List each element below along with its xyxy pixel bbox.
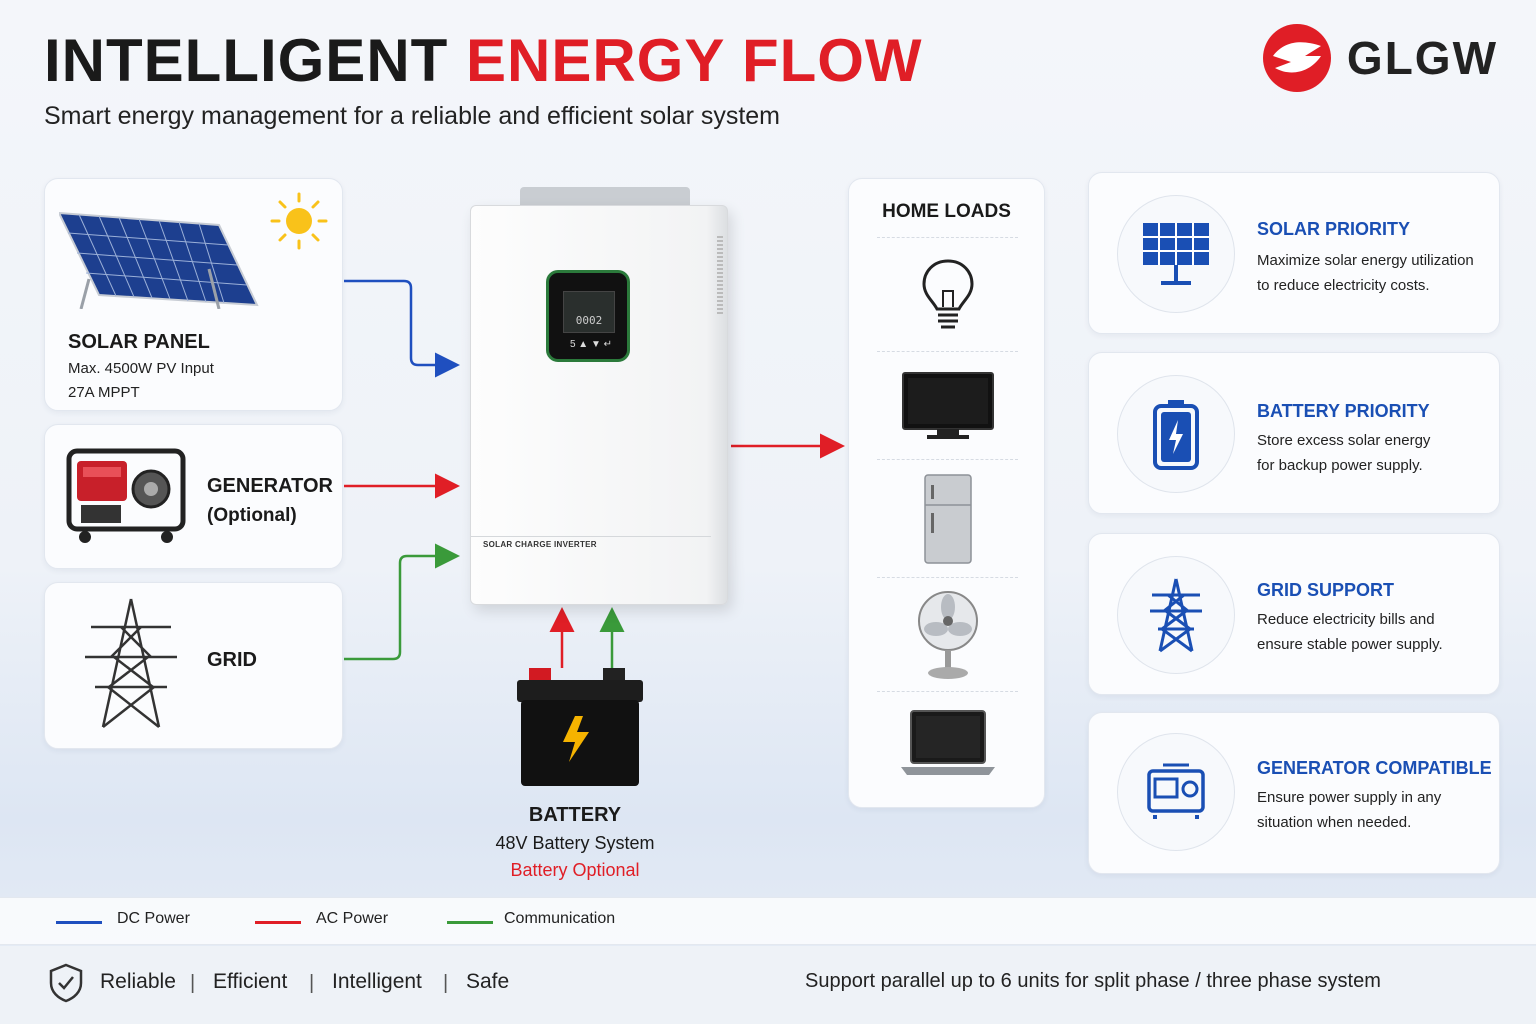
battery-image-icon [517, 668, 643, 786]
legend-swatch-dc [56, 921, 102, 924]
feature-title: GENERATOR COMPATIBLE [1257, 758, 1492, 778]
feature-text-2: ensure stable power supply. [1257, 636, 1443, 653]
footer-bar: Reliable | Efficient | Intelligent | Saf… [0, 946, 1536, 1024]
feature-card-solar-priority: SOLAR PRIORITY Maximize solar energy uti… [1088, 172, 1500, 334]
solar-panel-title: SOLAR PANEL [68, 331, 210, 353]
feature-text-1: Maximize solar energy utilization [1257, 252, 1474, 269]
feature-text-2: to reduce electricity costs. [1257, 277, 1430, 294]
solar-dc-arrow [344, 279, 460, 378]
feature-text-2: situation when needed. [1257, 814, 1412, 831]
footer-item-intelligent: Intelligent [332, 970, 422, 993]
grid-title: GRID [207, 649, 257, 671]
generator-optional: (Optional) [207, 505, 297, 526]
brand-mark-icon [1262, 24, 1331, 92]
inverter-mount-bracket [520, 187, 690, 209]
legend-label-comm: Communication [504, 910, 616, 927]
legend-label-ac: AC Power [316, 910, 389, 927]
shield-check-icon [49, 963, 83, 1003]
battery-title: BATTERY [528, 804, 622, 826]
footer-note: Support parallel up to 6 units for split… [805, 970, 1381, 992]
legend-bar: DC Power AC Power Communication [0, 897, 1536, 945]
feature-card-generator-compatible: GENERATOR COMPATIBLE Ensure power supply… [1088, 712, 1500, 874]
footer-item-reliable: Reliable [100, 970, 176, 993]
solar-panel-icon [1143, 223, 1209, 285]
fan-icon [918, 591, 978, 679]
footer-item-efficient: Efficient [213, 970, 288, 993]
solar-panel-spec-1: Max. 4500W PV Input [68, 360, 214, 377]
battery-spec: 48V Battery System [495, 833, 655, 853]
generator-image-icon [66, 448, 186, 543]
generator-title: GENERATOR [207, 475, 333, 497]
feature-title: SOLAR PRIORITY [1257, 219, 1411, 239]
home-loads-title: HOME LOADS [882, 201, 1011, 222]
lcd-readout: 0002 [563, 291, 615, 333]
inverter-unit: 0002 5 ▲ ▼ ↵ SOLAR CHARGE INVERTER [470, 205, 728, 605]
inverter-buttons[interactable]: 5 ▲ ▼ ↵ [569, 339, 613, 350]
light-bulb-icon [922, 259, 974, 329]
feature-text-2: for backup power supply. [1257, 457, 1423, 474]
feature-card-battery-priority: BATTERY PRIORITY Store excess solar ener… [1088, 352, 1500, 514]
title-black: INTELLIGENT [44, 27, 449, 94]
laptop-icon [901, 710, 995, 775]
footer-item-safe: Safe [466, 970, 510, 993]
battery-optional: Battery Optional [510, 860, 640, 880]
inverter-display: 0002 5 ▲ ▼ ↵ [546, 270, 630, 362]
transmission-tower-icon [85, 598, 177, 728]
solar-panel-spec-2: 27A MPPT [68, 384, 140, 401]
legend-label-dc: DC Power [117, 910, 190, 927]
brand-name: GLGW [1346, 32, 1498, 84]
home-loads-card: HOME LOADS [848, 178, 1045, 808]
feature-text-1: Store excess solar energy [1257, 432, 1431, 449]
grid-comm-arrow [344, 543, 460, 661]
generator-card: GENERATOR (Optional) [44, 424, 343, 569]
feature-text-1: Ensure power supply in any [1257, 789, 1442, 806]
solar-panel-icon [59, 211, 259, 309]
legend-swatch-comm [447, 921, 493, 924]
battery-icon [1153, 400, 1199, 470]
legend-swatch-ac [255, 921, 301, 924]
transmission-tower-icon [1150, 578, 1202, 653]
feature-card-grid-support: GRID SUPPORT Reduce electricity bills an… [1088, 533, 1500, 695]
feature-text-1: Reduce electricity bills and [1257, 611, 1435, 628]
inverter-label: SOLAR CHARGE INVERTER [483, 540, 597, 549]
feature-title: BATTERY PRIORITY [1257, 401, 1430, 421]
solar-panel-card: SOLAR PANEL Max. 4500W PV Input 27A MPPT [44, 178, 343, 411]
fridge-icon [924, 474, 972, 564]
feature-title: GRID SUPPORT [1257, 580, 1395, 600]
grid-card: GRID [44, 582, 343, 749]
page-subtitle: Smart energy management for a reliable a… [44, 102, 781, 130]
generator-icon [1147, 763, 1205, 819]
title-red: ENERGY FLOW [465, 27, 923, 94]
brand-logo: GLGW [1261, 22, 1498, 94]
page-title: INTELLIGENT ENERGY FLOW [44, 30, 923, 92]
sun-icon [270, 192, 328, 250]
tv-icon [902, 372, 994, 439]
